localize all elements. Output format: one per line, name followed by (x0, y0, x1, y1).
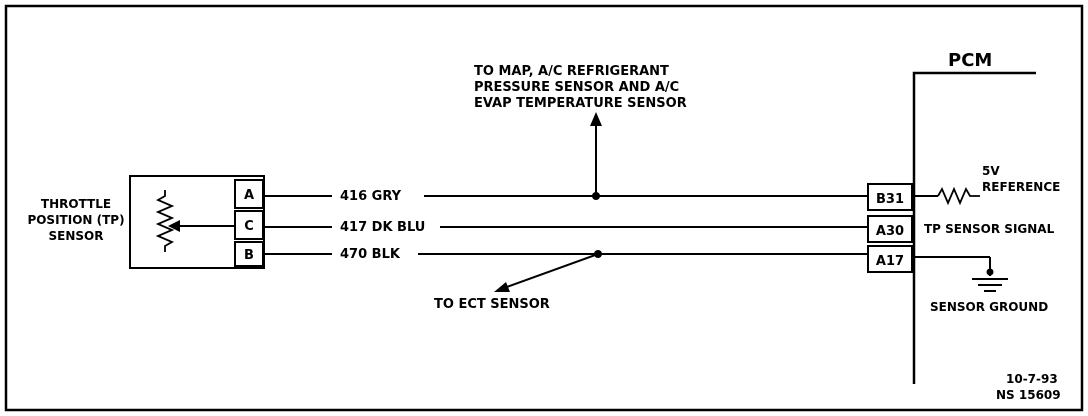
tp-pin-b: B (244, 248, 254, 263)
tp-pin-c: C (244, 219, 254, 234)
to-map-line-3: EVAP TEMPERATURE SENSOR (474, 96, 687, 111)
wire-416-label: 416 GRY (340, 189, 402, 204)
tp-sensor-label-line-3: SENSOR (49, 229, 104, 243)
wire-417-label: 417 DK BLU (340, 220, 425, 235)
tp-signal-label: TP SENSOR SIGNAL (924, 222, 1055, 236)
pcm-pin-b31-box (867, 183, 913, 211)
to-map-line-2: PRESSURE SENSOR AND A/C (474, 80, 679, 95)
tp-pin-b-box (234, 241, 264, 267)
wire-470-label: 470 BLK (340, 247, 401, 262)
wires: 416 GRY 417 DK BLU 470 BLK (263, 189, 868, 262)
pcm-pin-a17-box (867, 245, 913, 273)
footer-code: NS 15609 (996, 388, 1061, 402)
ref-label-line-2: REFERENCE (982, 180, 1060, 194)
tp-pin-a-box (234, 179, 264, 209)
sensor-ground-label: SENSOR GROUND (930, 300, 1048, 314)
wiper-arrow-icon (168, 220, 180, 232)
ref-label-line-1: 5V (982, 164, 1000, 178)
pcm-pin-b31: B31 (876, 192, 904, 207)
up-arrow-icon (590, 112, 602, 126)
tp-pin-a: A (244, 188, 254, 203)
ground-dot (986, 268, 994, 276)
to-ect-branch: TO ECT SENSOR (434, 250, 602, 312)
footer-date: 10-7-93 (1006, 372, 1058, 386)
to-ect-label: TO ECT SENSOR (434, 297, 550, 312)
tp-sensor-label-line-2: POSITION (TP) (27, 213, 124, 227)
to-map-branch: TO MAP, A/C REFRIGERANT PRESSURE SENSOR … (474, 64, 687, 200)
ect-branch-line (503, 253, 599, 289)
pcm-pin-a30-box (867, 215, 913, 243)
pcm-boundary (912, 71, 1036, 384)
to-map-line-1: TO MAP, A/C REFRIGERANT (474, 64, 669, 79)
tp-pin-c-box (234, 210, 264, 240)
potentiometer-icon (155, 190, 175, 252)
pcm: PCM B31 A30 A17 5V REFERENCE TP SENSOR S… (867, 50, 1060, 384)
tp-sensor: THROTTLE POSITION (TP) SENSOR A C B (27, 175, 265, 269)
ground-icon (972, 278, 1008, 292)
tp-sensor-label-line-1: THROTTLE (41, 197, 111, 211)
resistor-icon (937, 186, 980, 206)
diagram-border (4, 4, 1084, 412)
pcm-pin-a17: A17 (876, 254, 904, 269)
down-left-arrow-icon (494, 282, 510, 292)
pcm-title: PCM (948, 50, 992, 71)
pcm-pin-a30: A30 (876, 224, 904, 239)
